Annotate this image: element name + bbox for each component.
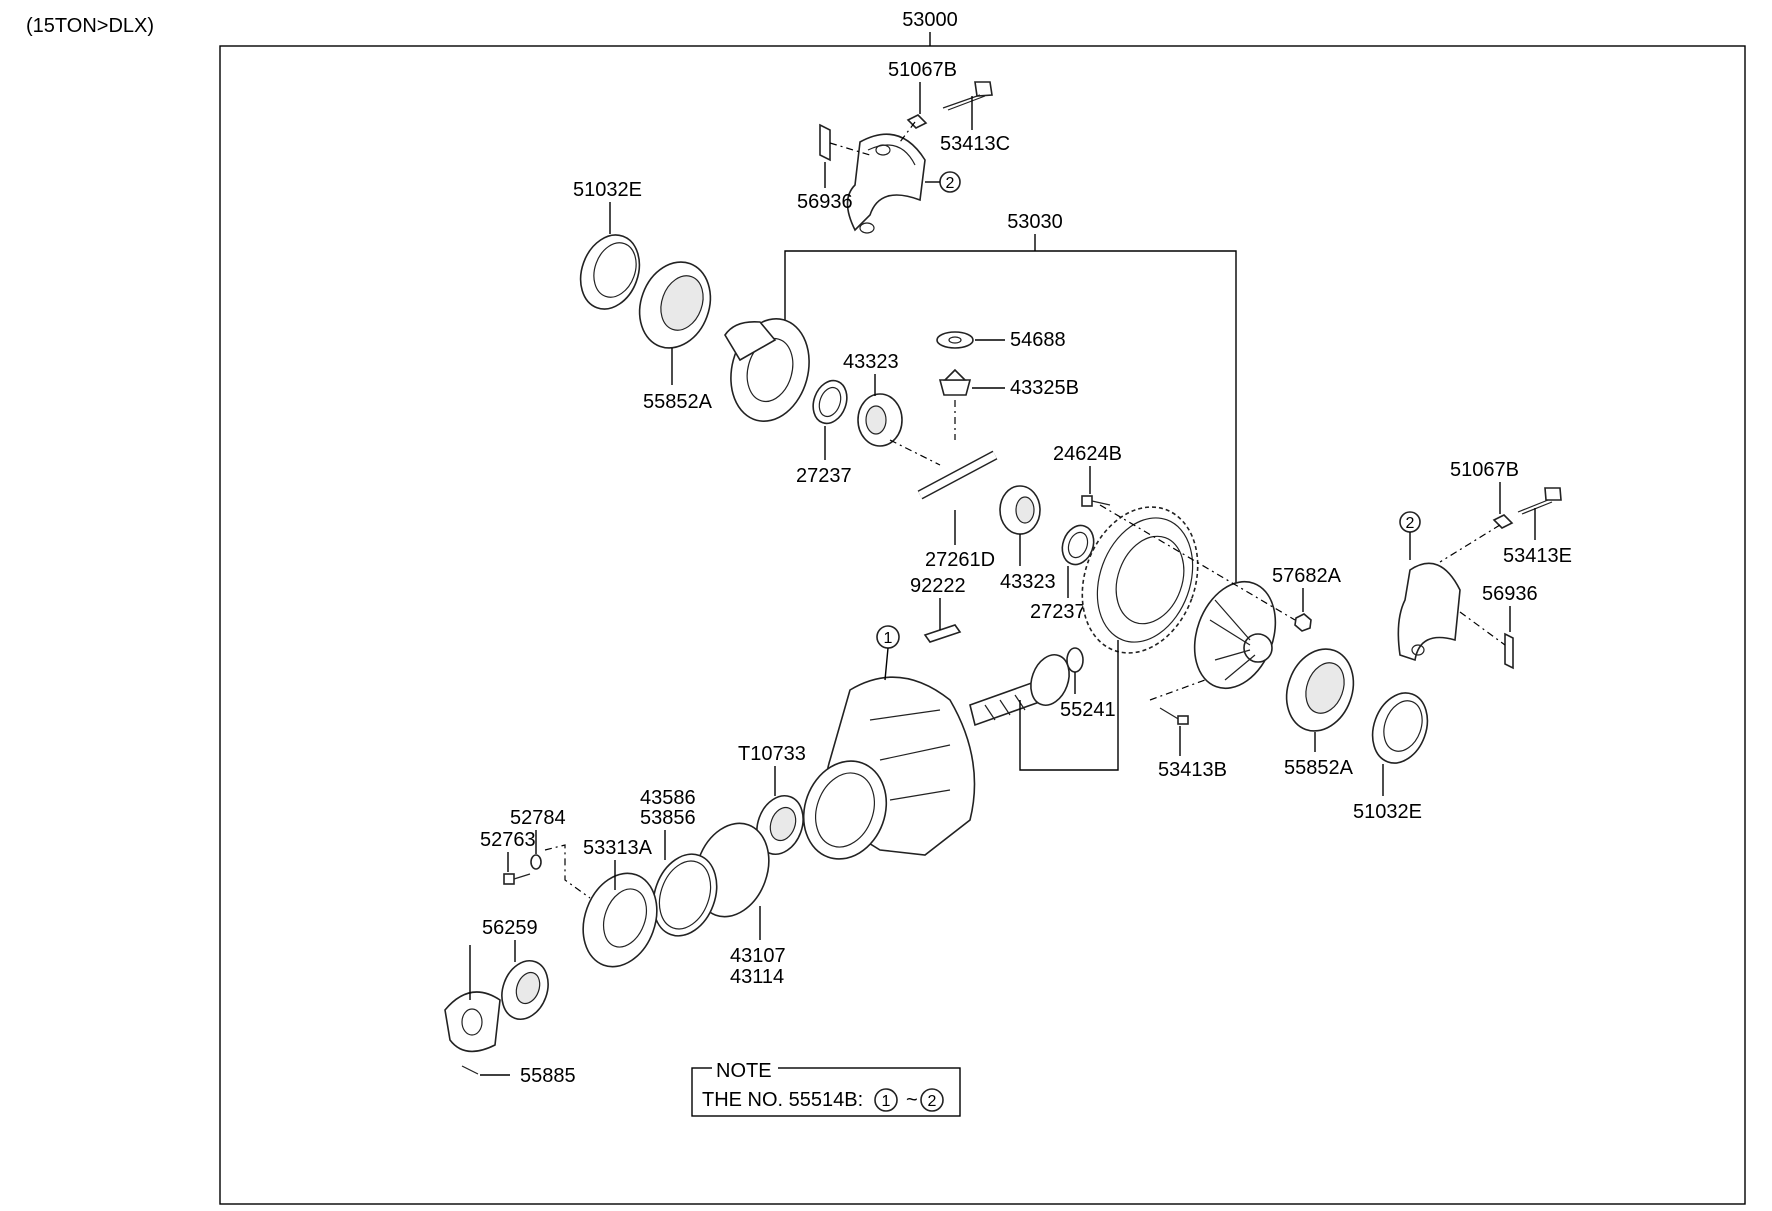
bearing-cap-right <box>1397 562 1461 662</box>
note-text: THE NO. 55514B: <box>702 1089 863 1111</box>
lock-plate-right <box>1504 632 1514 670</box>
callout-2-top-text: 2 <box>946 175 955 192</box>
bearing-T10733 <box>756 795 804 855</box>
diff-case-right <box>1193 580 1277 690</box>
lock-washer-51067B-top <box>906 114 928 129</box>
note-callout-to: 2 <box>928 1093 937 1110</box>
label-53413E: 53413E <box>1503 545 1572 567</box>
label-55852A-right: 55852A <box>1284 757 1354 779</box>
label-53856: 53856 <box>640 807 696 829</box>
label-27237-upper: 27237 <box>796 465 852 487</box>
label-43323-upper: 43323 <box>843 351 899 373</box>
note-box: NOTE THE NO. 55514B: 1 ~ 2 <box>691 1060 961 1117</box>
side-gear-43323-upper <box>857 393 903 447</box>
thrust-washer-27237-lower <box>1061 524 1095 566</box>
label-52763: 52763 <box>480 829 536 851</box>
label-43107: 43107 <box>730 945 786 967</box>
callout-2-right-text: 2 <box>1406 515 1415 532</box>
bearing-race-51032E-left <box>579 234 641 310</box>
bracket-pinion <box>1019 640 1119 771</box>
label-27237-lower: 27237 <box>1030 601 1086 623</box>
variant-label: (15TON>DLX) <box>26 15 154 37</box>
label-53000: 53000 <box>902 9 958 31</box>
diagram-frame <box>219 45 1746 1205</box>
bearing-cap-top <box>846 133 926 234</box>
label-53030: 53030 <box>1007 211 1063 233</box>
cotter-pin-55885 <box>461 1065 479 1075</box>
plug-92222 <box>923 624 962 643</box>
label-43325B: 43325B <box>1010 377 1079 399</box>
bearing-race-51032E-right <box>1371 692 1429 764</box>
label-55852A-left: 55852A <box>643 391 713 413</box>
label-24624B: 24624B <box>1053 443 1122 465</box>
label-43114: 43114 <box>730 966 784 988</box>
label-55241: 55241 <box>1060 699 1116 721</box>
label-56936-top: 56936 <box>797 191 853 213</box>
side-gear-43323-lower <box>999 485 1041 535</box>
note-title: NOTE <box>716 1060 772 1082</box>
bolt-53413C <box>942 81 993 111</box>
label-55885: 55885 <box>520 1065 576 1087</box>
label-53413B: 53413B <box>1158 759 1227 781</box>
note-sep: ~ <box>906 1089 918 1111</box>
bracket-53030 <box>784 250 1237 590</box>
lock-washer-51067B-right <box>1492 514 1514 529</box>
bolt-53413E <box>1517 487 1562 515</box>
gasket-43586 <box>652 853 718 937</box>
label-27261D: 27261D <box>925 549 995 571</box>
label-57682A: 57682A <box>1272 565 1342 587</box>
ring-gear <box>1081 506 1199 654</box>
label-92222: 92222 <box>910 575 966 597</box>
nut-57682A <box>1294 613 1312 632</box>
lock-plate-top <box>819 123 831 162</box>
note-callout-from: 1 <box>882 1093 891 1110</box>
label-51067B-top: 51067B <box>888 59 957 81</box>
bearing-cage-53313A <box>582 872 658 968</box>
oil-seal-56259 <box>501 960 549 1020</box>
washer-52784 <box>530 854 542 870</box>
washer-54688 <box>936 331 974 349</box>
bolt-53413B <box>1159 707 1189 725</box>
callout-1-text: 1 <box>884 630 893 647</box>
label-51032E-left: 51032E <box>573 179 642 201</box>
pinion-gear-43325B <box>938 368 972 396</box>
bolt-52763 <box>503 873 531 885</box>
flange-yoke <box>444 991 501 1053</box>
diff-case-left <box>724 318 810 422</box>
label-53313A: 53313A <box>583 837 653 859</box>
label-51032E-right: 51032E <box>1353 801 1422 823</box>
label-51067B-right: 51067B <box>1450 459 1519 481</box>
label-43323-lower: 43323 <box>1000 571 1056 593</box>
bolt-24624B <box>1081 495 1111 507</box>
label-56259: 56259 <box>482 917 538 939</box>
label-T10733: T10733 <box>738 743 806 765</box>
label-53413C: 53413C <box>940 133 1010 155</box>
spider-27261D <box>917 440 998 510</box>
thrust-washer-27237-upper <box>812 379 848 425</box>
label-54688: 54688 <box>1010 329 1066 351</box>
bearing-55852A-right <box>1285 648 1355 732</box>
o-ring-55241 <box>1066 647 1084 673</box>
label-43586: 43586 <box>640 787 696 809</box>
label-52784: 52784 <box>510 807 566 829</box>
label-56936-right: 56936 <box>1482 583 1538 605</box>
bearing-55852A-left <box>638 261 712 349</box>
carrier-housing <box>802 676 976 860</box>
